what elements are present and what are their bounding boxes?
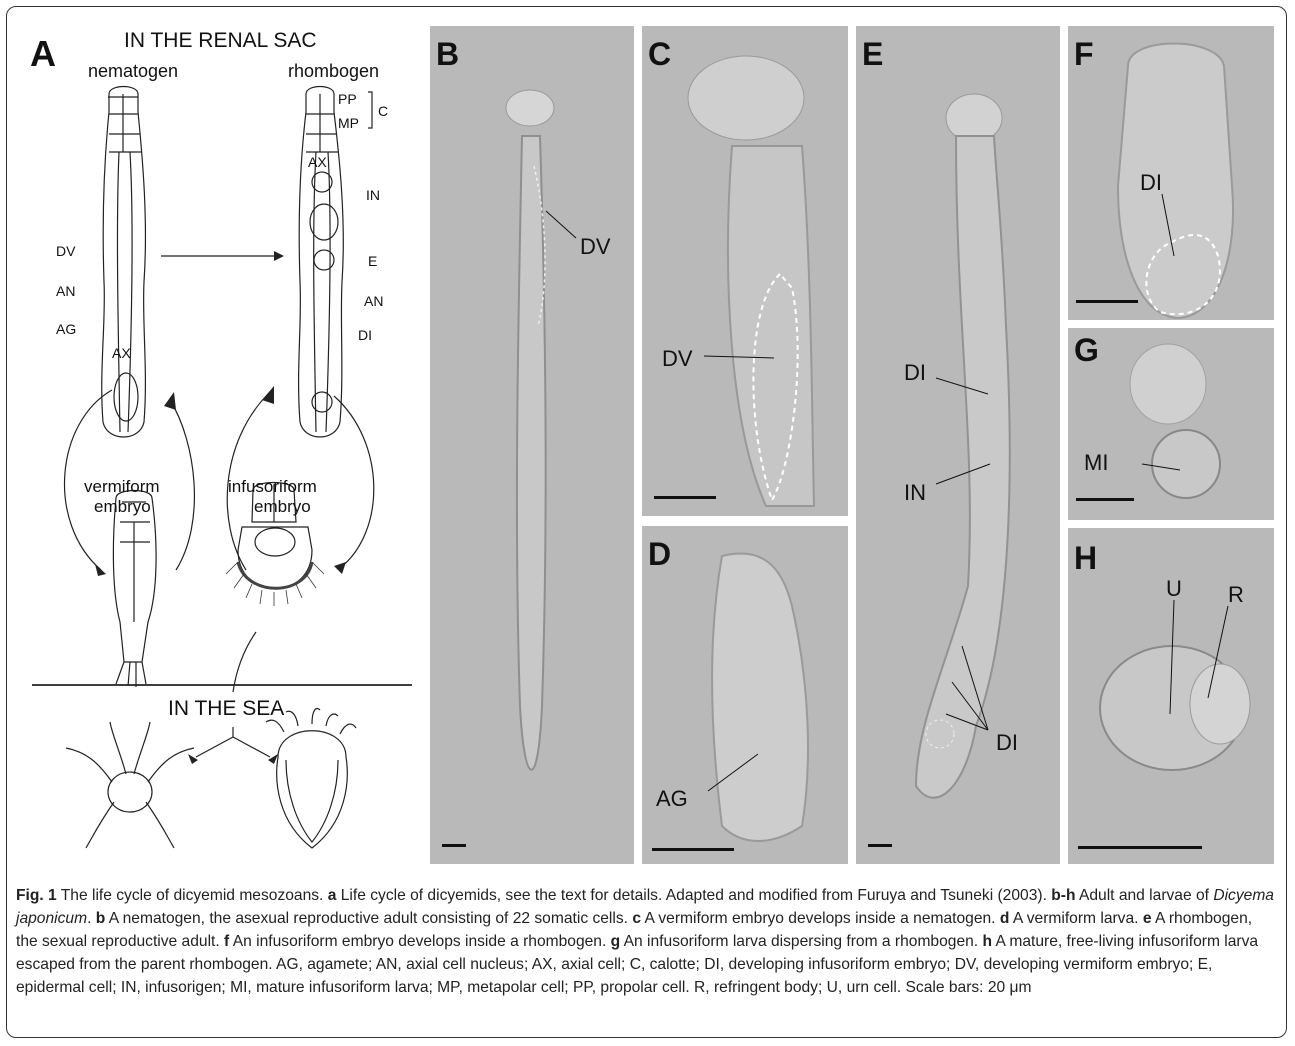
panel-c-scale-bar xyxy=(654,496,716,499)
label-an-rhombogen: AN xyxy=(364,294,383,308)
label-ag: AG xyxy=(56,322,76,336)
panel-letter-e: E xyxy=(862,38,883,70)
panel-e-scale-bar xyxy=(868,844,892,847)
caption-key-c: c xyxy=(632,910,641,927)
caption-key-bh: b-h xyxy=(1051,887,1075,904)
caption-text-f: An infusoriform embryo develops inside a… xyxy=(229,933,610,950)
nematogen-title: nematogen xyxy=(88,62,178,80)
rhombogen-title: rhombogen xyxy=(288,62,379,80)
life-cycle-diagram xyxy=(16,22,430,874)
vermiform-label-line1: vermiform xyxy=(84,478,160,495)
panel-c-micrograph: C DV xyxy=(642,26,848,516)
panel-e-micrograph: E DI IN DI xyxy=(856,26,1060,864)
caption-key-h: h xyxy=(982,933,992,950)
label-dv: DV xyxy=(56,244,75,258)
label-c: C xyxy=(378,104,388,118)
panel-letter-g: G xyxy=(1074,334,1099,366)
panel-b-micrograph: B DV xyxy=(430,26,634,864)
caption-text-d: A vermiform larva. xyxy=(1009,910,1142,927)
panel-h-scale-bar xyxy=(1078,846,1202,849)
caption-key-e: e xyxy=(1143,910,1152,927)
panel-g-label-mi: MI xyxy=(1084,452,1108,474)
label-an-nematogen: AN xyxy=(56,284,75,298)
panel-letter-h: H xyxy=(1074,542,1097,574)
panel-g-scale-bar xyxy=(1076,498,1134,501)
figure-caption: Fig. 1 The life cycle of dicyemid mesozo… xyxy=(16,884,1278,999)
caption-text-bh: Adult and larvae of xyxy=(1075,887,1213,904)
panel-e-label-in: IN xyxy=(904,482,926,504)
sea-title: IN THE SEA xyxy=(168,698,284,719)
panel-d-label-ag: AG xyxy=(656,788,688,810)
label-pp: PP xyxy=(338,92,357,106)
panel-a-schematic: A IN THE RENAL SAC nematogen rhombogen P… xyxy=(16,22,430,874)
panel-e-label-di-lower: DI xyxy=(996,732,1018,754)
panel-d-micrograph: D AG xyxy=(642,526,848,864)
infusoriform-label-line1: infusoriform xyxy=(228,478,317,495)
caption-text-a: Life cycle of dicyemids, see the text fo… xyxy=(336,887,1051,904)
label-ax-rhombogen: AX xyxy=(308,155,327,169)
label-di: DI xyxy=(358,328,372,342)
caption-key-g: g xyxy=(611,933,621,950)
panel-letter-b: B xyxy=(436,38,459,70)
caption-text-g: An infusoriform larva dispersing from a … xyxy=(620,933,982,950)
panel-letter-f: F xyxy=(1074,38,1094,70)
infusoriform-label-line2: embryo xyxy=(254,498,311,515)
label-mp: MP xyxy=(338,116,359,130)
panel-f-label-di: DI xyxy=(1140,172,1162,194)
panel-d-scale-bar xyxy=(652,848,734,851)
panel-letter-c: C xyxy=(648,38,671,70)
renal-sac-title: IN THE RENAL SAC xyxy=(124,30,317,51)
vermiform-label-line2: embryo xyxy=(94,498,151,515)
caption-text-c: A vermiform embryo develops inside a nem… xyxy=(641,910,1000,927)
caption-text-bh-end: . xyxy=(87,910,96,927)
panel-e-label-di-upper: DI xyxy=(904,362,926,384)
panel-letter-a: A xyxy=(30,36,56,72)
caption-key-d: d xyxy=(1000,910,1010,927)
label-in: IN xyxy=(366,188,380,202)
caption-key-b: b xyxy=(96,910,106,927)
panel-b-scale-bar xyxy=(442,844,466,847)
panel-h-micrograph: H U R xyxy=(1068,528,1274,864)
panel-f-micrograph: F DI xyxy=(1068,26,1274,320)
label-e: E xyxy=(368,254,377,268)
caption-title: The life cycle of dicyemid mesozoans. xyxy=(57,887,328,904)
caption-text-b: A nematogen, the asexual reproductive ad… xyxy=(105,910,632,927)
panel-h-label-r: R xyxy=(1228,584,1244,606)
label-ax-nematogen: AX xyxy=(112,346,131,360)
panel-c-label-dv: DV xyxy=(662,348,693,370)
panel-f-scale-bar xyxy=(1076,300,1138,303)
panel-g-micrograph: G MI xyxy=(1068,328,1274,520)
panel-b-label-dv: DV xyxy=(580,236,611,258)
panel-h-label-u: U xyxy=(1166,578,1182,600)
panel-letter-d: D xyxy=(648,538,671,570)
caption-fig-label: Fig. 1 xyxy=(16,887,57,904)
